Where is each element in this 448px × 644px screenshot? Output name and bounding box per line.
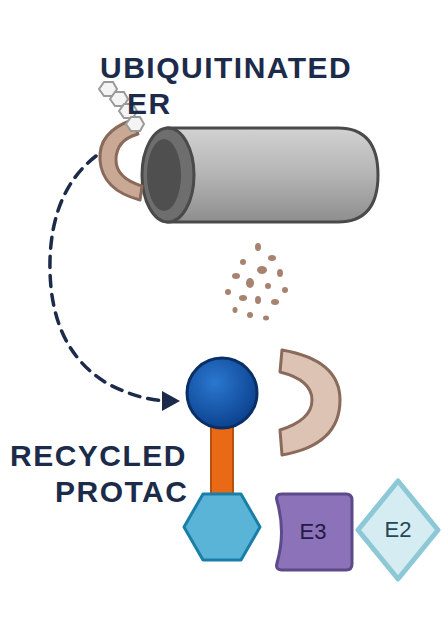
e2-enzyme: E2 <box>353 476 443 584</box>
e3-ligase: E3 <box>270 490 356 574</box>
label-recycled-protac: RECYCLED PROTAC <box>10 438 215 510</box>
label-ubiquitinated-er: UBIQUITINATED ER <box>100 50 390 122</box>
protac <box>184 358 260 560</box>
node-text: E2 <box>353 476 443 584</box>
node-text: E3 <box>270 490 356 574</box>
recycle-arrow <box>50 156 180 411</box>
target-protein <box>280 350 340 455</box>
peptide-fragments <box>225 243 288 321</box>
proteasome <box>142 128 378 222</box>
